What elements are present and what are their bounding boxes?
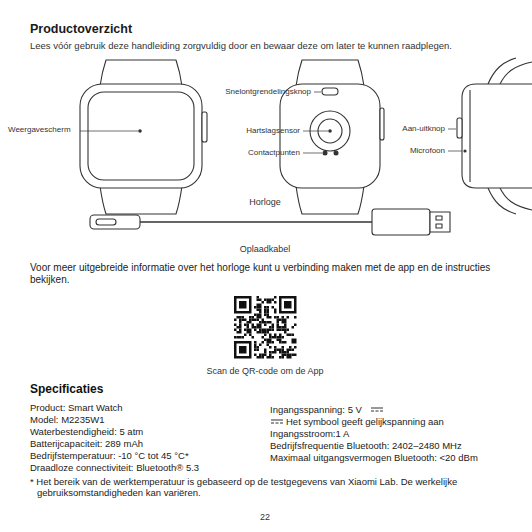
part-name: Contactpunten xyxy=(248,148,300,158)
part-name: Microfoon xyxy=(410,146,445,156)
qr-code xyxy=(234,296,297,359)
spec-line: Product: Smart Watch xyxy=(30,402,123,413)
spec-line: Bedrijfsfrequentie Bluetooth: 2402–2480 … xyxy=(270,440,462,451)
spec-line: Ingangsspanning: 5 V xyxy=(270,404,362,415)
spec-line: Model: M2235W1 xyxy=(30,414,104,425)
info-paragraph: Voor meer uitgebreide informatie over he… xyxy=(30,262,505,286)
figure-caption: Horloge xyxy=(249,197,281,208)
spec-line: Bedrijfstemperatuur: -10 °C tot 45 °C* xyxy=(30,450,189,461)
qr-caption: Scan de QR-code om de App xyxy=(206,366,323,377)
page-number: 22 xyxy=(260,512,270,523)
spec-line: Draadloze connectiviteit: Bluetooth® 5.3 xyxy=(30,462,199,473)
spec-line: Waterbestendigheid: 5 atm xyxy=(30,426,143,437)
footnote: * Het bereik van de werktemperatuur is g… xyxy=(30,476,508,499)
watch-front xyxy=(80,60,207,214)
spec-line: Het symbool geeft gelijkspanning aan xyxy=(286,416,444,427)
page-heading: Productoverzicht xyxy=(30,22,132,37)
spec-line: Maximaal uitgangsvermogen Bluetooth: <20… xyxy=(270,452,478,463)
part-name: Aan-uitknop xyxy=(402,124,445,134)
figure-caption: Oplaadkabel xyxy=(240,244,291,255)
part-name: Weergavescherm xyxy=(8,125,71,135)
intro-note: Lees vóór gebruik deze handleiding zorgv… xyxy=(30,40,452,51)
spec-line: Batterijcapaciteit: 289 mAh xyxy=(30,438,143,449)
section-heading: Specificaties xyxy=(30,382,103,396)
part-name: Snelontgrendelingsknop xyxy=(225,87,311,97)
charging-cable xyxy=(90,209,450,235)
spec-line: Ingangsstroom:1 A xyxy=(270,428,349,439)
watch-side xyxy=(448,58,532,214)
watch-back xyxy=(280,60,384,214)
part-name: Hartslagsensor xyxy=(246,126,300,136)
